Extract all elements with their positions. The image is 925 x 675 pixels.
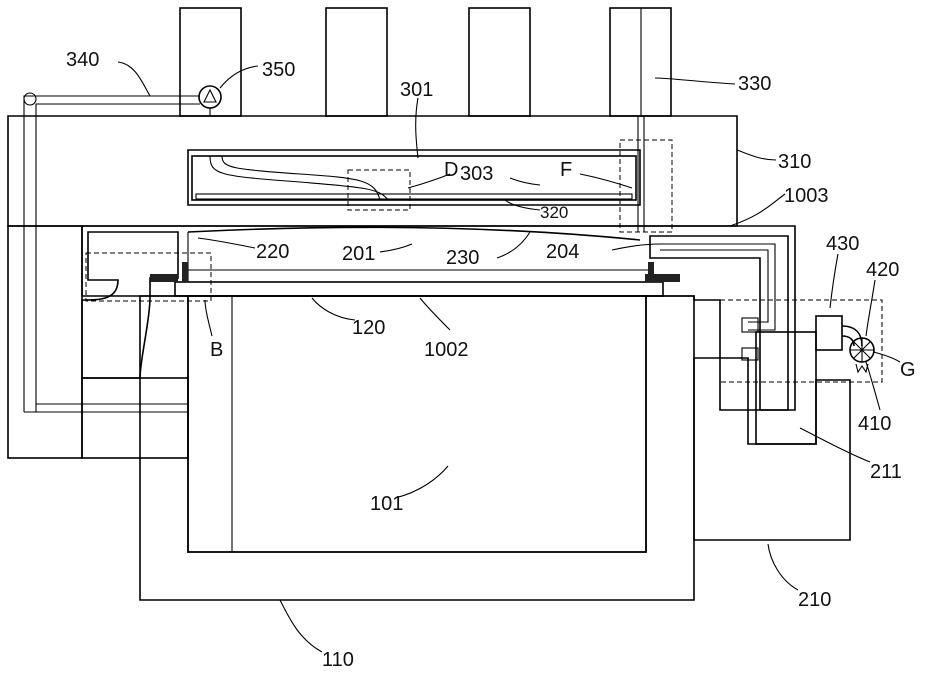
label-211: 211 (870, 461, 902, 483)
pipe-340 (23, 95, 200, 412)
label-301: 301 (400, 79, 433, 101)
side-body-210 (693, 357, 851, 541)
block-211 (755, 331, 817, 445)
label-230: 230 (446, 247, 479, 269)
label-303: 303 (460, 163, 493, 185)
detail-box-F (619, 139, 673, 233)
label-1003: 1003 (784, 185, 829, 207)
label-B: B (210, 339, 223, 361)
label-D: D (444, 159, 458, 181)
detail-box-G (719, 299, 883, 383)
nozzle-430 (815, 315, 843, 351)
membrane-230 (187, 226, 641, 241)
label-G: G (900, 359, 916, 381)
detail-box-D (347, 169, 411, 211)
label-340: 340 (66, 49, 99, 71)
filter-plate-120 (174, 281, 664, 297)
label-110: 110 (322, 649, 354, 671)
label-204: 204 (546, 241, 579, 263)
label-201: 201 (342, 243, 375, 265)
left-flange (81, 231, 179, 379)
label-101: 101 (370, 493, 403, 515)
left-wall-310 (7, 225, 83, 459)
label-220: 220 (256, 241, 289, 263)
label-310: 310 (778, 151, 811, 173)
label-350: 350 (262, 59, 295, 81)
label-1002: 1002 (424, 339, 469, 361)
top-block-2 (325, 7, 388, 117)
detail-box-B (85, 252, 212, 302)
label-420: 420 (866, 259, 899, 281)
label-210: 210 (798, 589, 831, 611)
label-430: 430 (826, 233, 859, 255)
label-F: F (560, 159, 572, 181)
label-410: 410 (858, 413, 891, 435)
top-block-3 (468, 7, 531, 117)
label-330: 330 (738, 73, 771, 95)
left-inner-band (81, 377, 189, 459)
top-block-1 (179, 7, 242, 117)
chamber-101 (187, 295, 647, 553)
label-120: 120 (352, 317, 385, 339)
pipe-l-1003 (649, 235, 789, 411)
label-320: 320 (540, 203, 568, 222)
